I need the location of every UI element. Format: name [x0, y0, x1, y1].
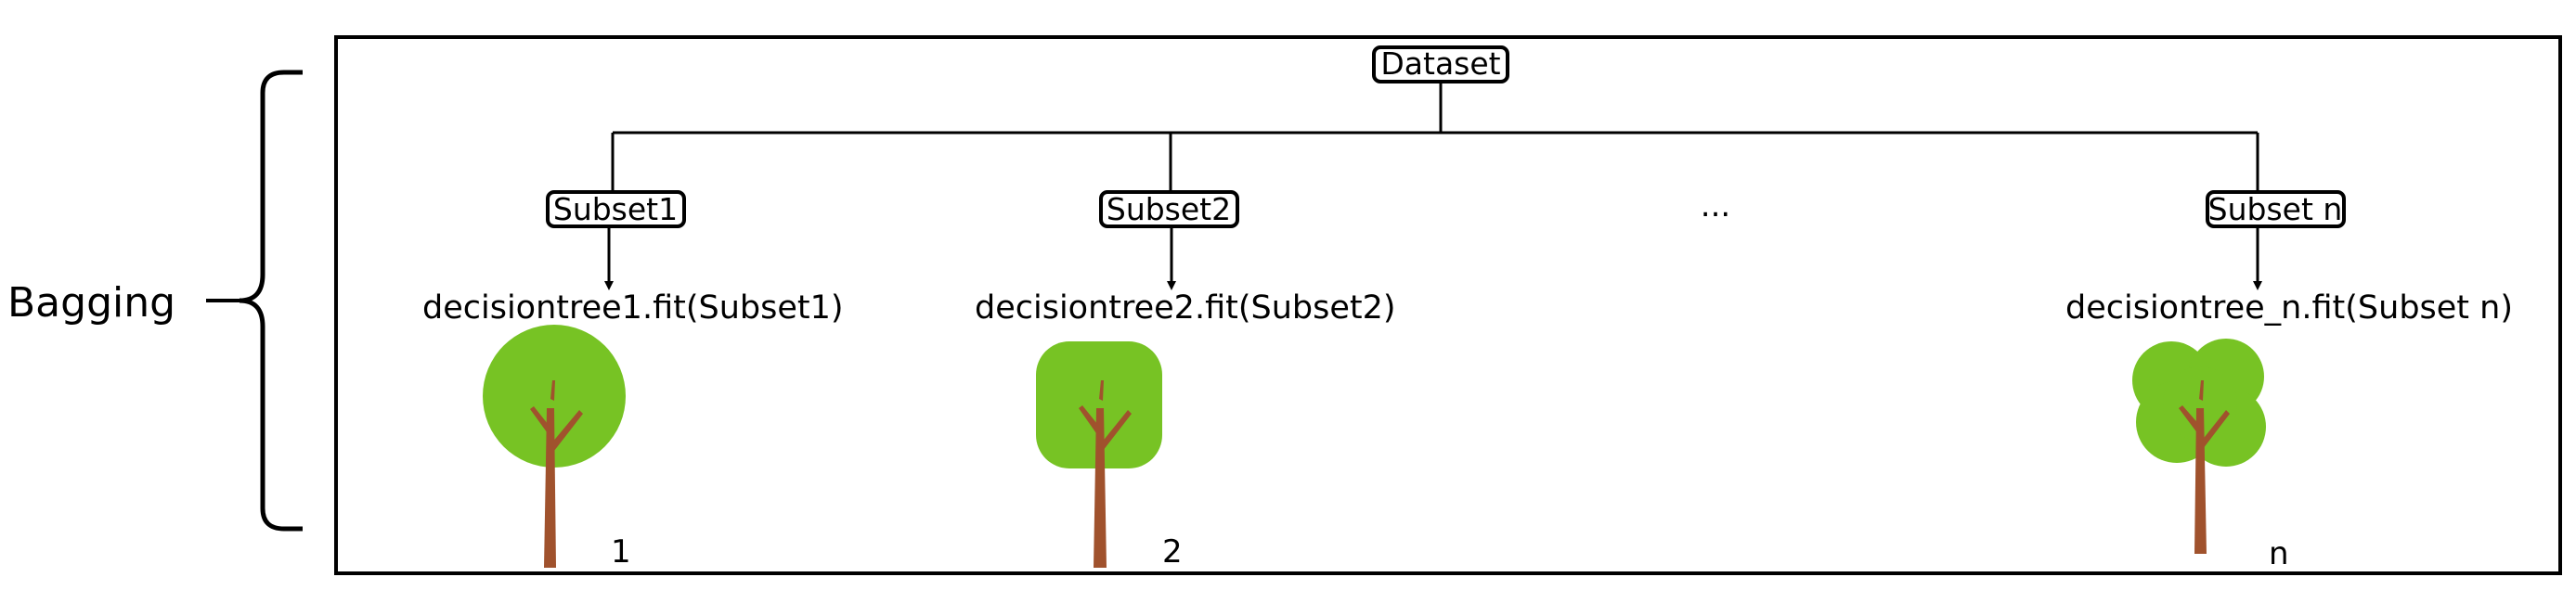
fit-label-2: decisiontree2.fit(Subset2)	[975, 289, 1396, 327]
subset-box-2	[1099, 190, 1239, 228]
ellipsis: ...	[1701, 187, 1730, 224]
tree-n-icon	[2132, 339, 2266, 554]
subset-label-n: Subset n	[2208, 191, 2343, 227]
subset-label-1: Subset1	[553, 191, 678, 227]
bagging-label: Bagging	[7, 279, 175, 327]
tree-index-n: n	[2269, 535, 2289, 572]
subset-node-2: Subset2	[1099, 190, 1239, 228]
subset-box-1	[546, 190, 686, 228]
tree-index-2: 2	[1162, 533, 1183, 571]
fit-label-1: decisiontree1.fit(Subset1)	[422, 289, 844, 327]
subset-box-n	[2206, 190, 2346, 228]
subset-node-n: Subset n	[2206, 190, 2346, 228]
tree-1-icon	[483, 325, 626, 568]
tree-index-1: 1	[611, 533, 631, 571]
outer-frame	[334, 35, 2562, 575]
subset-label-2: Subset2	[1107, 191, 1231, 227]
bagging-brace	[239, 70, 303, 532]
dataset-label: Dataset	[1380, 45, 1500, 82]
dataset-node: Dataset	[1372, 45, 1509, 83]
tree-2-icon	[1036, 341, 1162, 568]
fit-label-n: decisiontree_n.fit(Subset n)	[2065, 289, 2513, 327]
subset-node-1: Subset1	[546, 190, 686, 228]
